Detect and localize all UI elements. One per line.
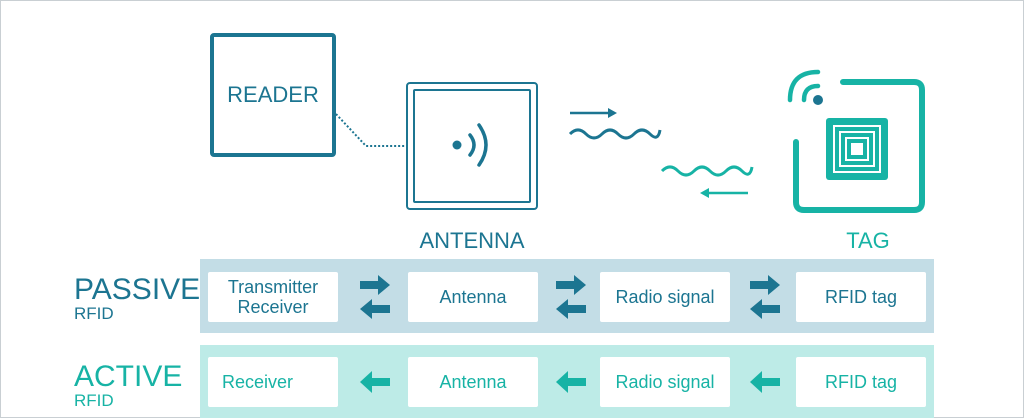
- tag-caption: TAG: [846, 228, 890, 253]
- radio-signal-cell: Radio signal: [600, 272, 730, 322]
- antenna-caption: ANTENNA: [419, 228, 525, 253]
- radio-signal-text: Radio signal: [615, 372, 715, 392]
- receiver-text: Receiver: [222, 372, 294, 392]
- passive-subtitle: RFID: [74, 304, 114, 323]
- transmitter-text: Transmitter: [227, 277, 319, 297]
- active-rfid-band: Receiver Antenna Radio signal RFID tag: [200, 345, 934, 418]
- wave-arrow-icon: [660, 165, 754, 198]
- bidirectional-arrows-icon: [750, 275, 780, 319]
- passive-title: PASSIVE: [74, 273, 201, 306]
- active-subtitle: RFID: [74, 391, 114, 410]
- left-arrow-icon: [360, 371, 390, 393]
- passive-rfid-band: Transmitter Receiver Antenna Radio signa…: [200, 259, 934, 333]
- radio-signal-text: Radio signal: [615, 287, 715, 307]
- passive-rfid-label: PASSIVE RFID: [74, 275, 200, 323]
- rfid-tag-text: RFID tag: [824, 372, 898, 392]
- bidirectional-arrows-icon: [360, 275, 390, 319]
- transmitter-receiver-cell: Transmitter Receiver: [208, 272, 338, 322]
- rfid-tag-text: RFID tag: [824, 287, 898, 307]
- receiver-text: Receiver: [237, 297, 309, 317]
- bidirectional-arrows-icon: [556, 275, 586, 319]
- reader-box: READER: [210, 33, 336, 157]
- rfid-chip-icon: [787, 69, 925, 213]
- receiver-cell: Receiver: [208, 357, 338, 407]
- antenna-cell: Antenna: [408, 357, 538, 407]
- wave-arrow-icon: [568, 108, 662, 140]
- left-arrow-icon: [750, 371, 780, 393]
- radio-signal-cell: Radio signal: [600, 357, 730, 407]
- antenna-cell: Antenna: [408, 272, 538, 322]
- reader-label: READER: [227, 82, 319, 107]
- active-rfid-label: ACTIVE RFID: [74, 362, 182, 410]
- antenna-text: Antenna: [439, 287, 507, 307]
- antenna-box: [406, 82, 538, 210]
- left-arrow-icon: [556, 371, 586, 393]
- active-title: ACTIVE: [74, 360, 183, 393]
- antenna-text: Antenna: [439, 372, 507, 392]
- rfid-tag-cell: RFID tag: [796, 272, 926, 322]
- reader-antenna-connector: [335, 113, 406, 147]
- signal-waves-icon: [452, 123, 488, 167]
- rfid-tag-cell: RFID tag: [796, 357, 926, 407]
